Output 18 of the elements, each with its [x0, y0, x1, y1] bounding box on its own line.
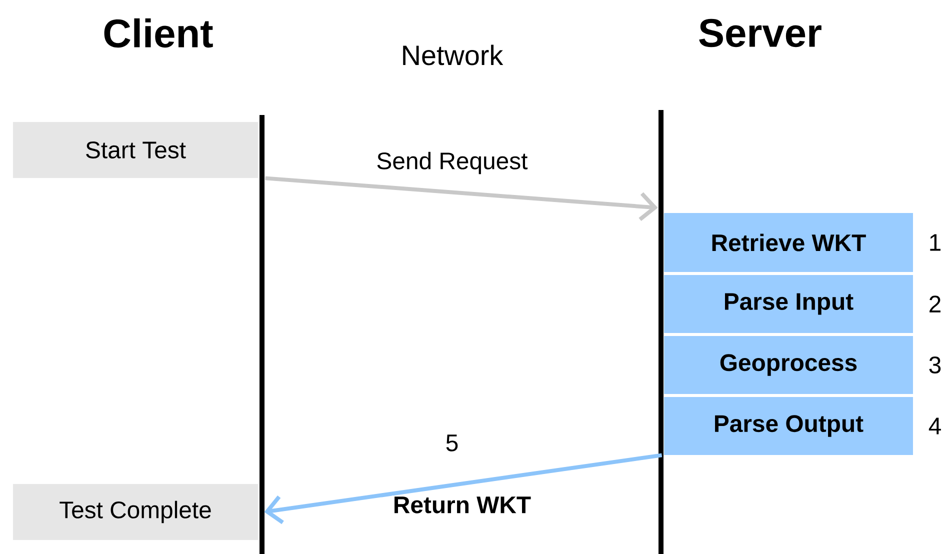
step-box: Geoprocess: [664, 336, 913, 394]
step-number: 2: [930, 296, 940, 312]
column-heading: Client: [104, 18, 213, 48]
step-number: 5: [446, 434, 458, 452]
step-number: 3: [929, 356, 941, 374]
edge-label: Return WKT: [392, 496, 532, 514]
step-number: 4: [928, 418, 941, 434]
arrow: [265, 176, 658, 222]
event-box: Start Test: [13, 122, 258, 178]
event-box: Test Complete: [13, 484, 258, 540]
step-number: 1: [930, 234, 940, 251]
step-box: Retrieve WKT: [664, 212, 913, 272]
column-heading: Network: [403, 44, 504, 66]
edge-label: Send Request: [375, 150, 529, 176]
arrow: [264, 453, 662, 524]
column-heading: Server: [699, 18, 822, 48]
step-box: Parse Input: [664, 274, 913, 333]
step-box: Parse Output: [664, 396, 913, 455]
